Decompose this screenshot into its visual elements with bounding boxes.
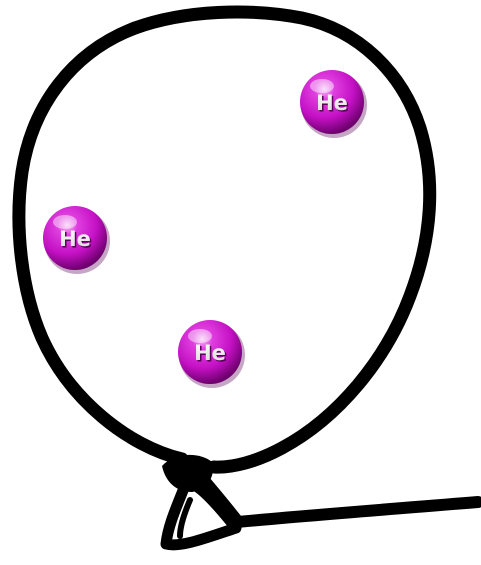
helium-atom: He He	[300, 70, 367, 138]
helium-atom-label: He	[316, 91, 348, 115]
balloon-string	[238, 502, 478, 522]
helium-atom-label: He	[59, 227, 91, 251]
helium-atom: He He	[43, 206, 110, 274]
helium-atom: He He	[178, 320, 245, 388]
helium-atom-label: He	[194, 341, 226, 365]
